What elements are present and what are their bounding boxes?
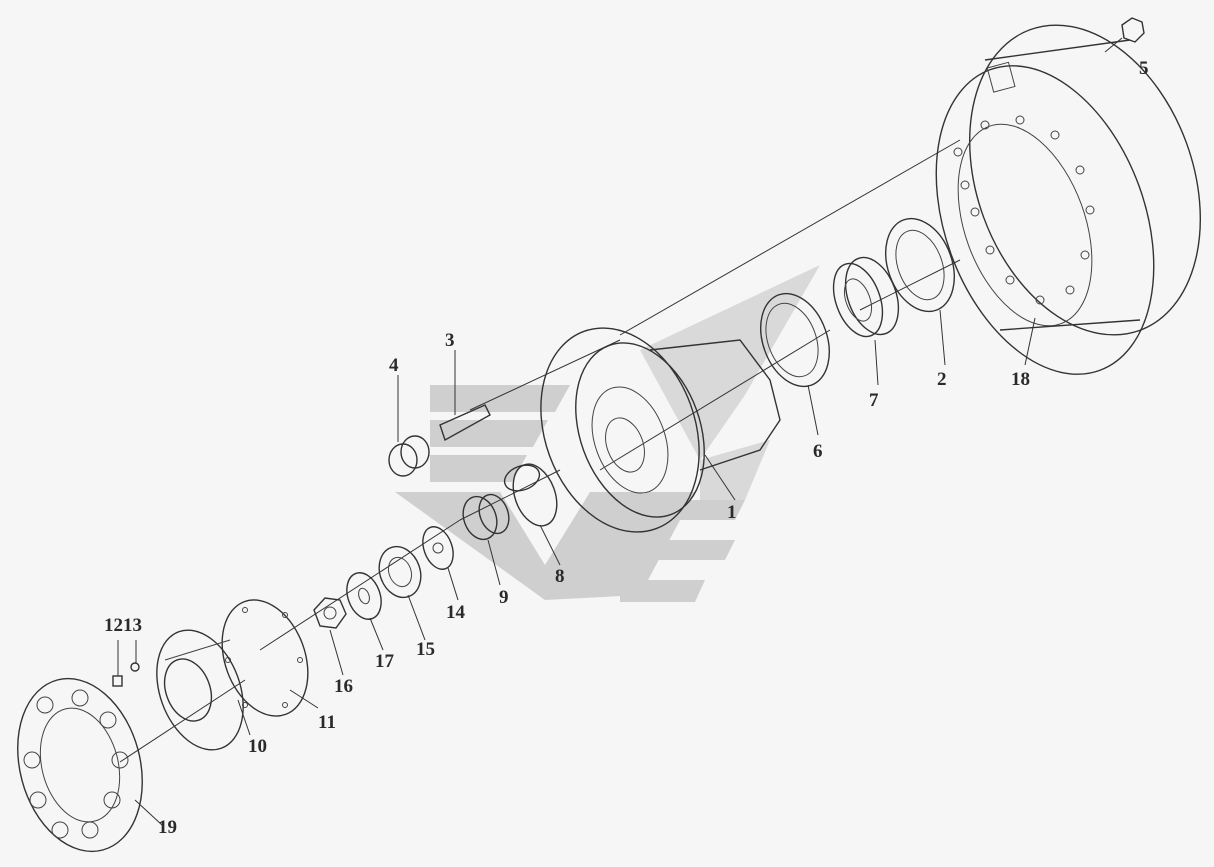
part-4-wheel-nut bbox=[388, 375, 430, 477]
label-part-18: 18 bbox=[1011, 369, 1030, 390]
label-part-1213: 1213 bbox=[104, 615, 142, 636]
part-17-washer bbox=[346, 572, 384, 651]
part-2-seal-ring bbox=[885, 217, 955, 313]
part-18-brake-drum bbox=[935, 24, 1202, 375]
part-16-nut bbox=[313, 597, 347, 676]
label-part-7: 7 bbox=[869, 390, 879, 411]
part-1-hub bbox=[540, 327, 781, 533]
part-14-washer bbox=[422, 526, 459, 601]
label-part-6: 6 bbox=[813, 441, 823, 462]
part-12-13-bolt-washer bbox=[112, 640, 140, 687]
part-10-hub-cap bbox=[156, 629, 251, 751]
label-part-8: 8 bbox=[555, 566, 565, 587]
part-5-nut bbox=[1104, 17, 1145, 53]
label-part-17: 17 bbox=[375, 651, 395, 672]
leader-part-18 bbox=[1024, 317, 1036, 366]
part-6-outer-race bbox=[760, 292, 830, 388]
part-8-inner-race bbox=[503, 463, 561, 566]
label-part-9: 9 bbox=[499, 587, 509, 608]
label-part-14: 14 bbox=[446, 602, 466, 623]
part-11-gasket bbox=[221, 599, 319, 717]
part-9-small-bearing bbox=[462, 493, 510, 586]
label-part-3: 3 bbox=[445, 330, 455, 351]
label-part-11: 11 bbox=[318, 712, 336, 733]
leader-part-7 bbox=[874, 339, 879, 386]
label-part-4: 4 bbox=[389, 355, 399, 376]
label-part-19: 19 bbox=[158, 817, 177, 838]
label-part-1: 1 bbox=[727, 502, 737, 523]
label-part-2: 2 bbox=[937, 369, 947, 390]
leader-part-6 bbox=[807, 384, 819, 436]
watermark-logo bbox=[395, 265, 820, 602]
label-part-16: 16 bbox=[334, 676, 353, 697]
label-part-5: 5 bbox=[1139, 58, 1149, 79]
leader-part-2 bbox=[939, 309, 946, 366]
part-3-stud bbox=[439, 350, 491, 442]
part-7-bearing bbox=[832, 256, 900, 338]
assembly-axis-lines bbox=[119, 139, 961, 763]
part-19-wheel-ring bbox=[17, 677, 163, 853]
part-15-lock-ring bbox=[378, 545, 426, 641]
label-part-15: 15 bbox=[416, 639, 435, 660]
label-part-10: 10 bbox=[248, 736, 267, 757]
